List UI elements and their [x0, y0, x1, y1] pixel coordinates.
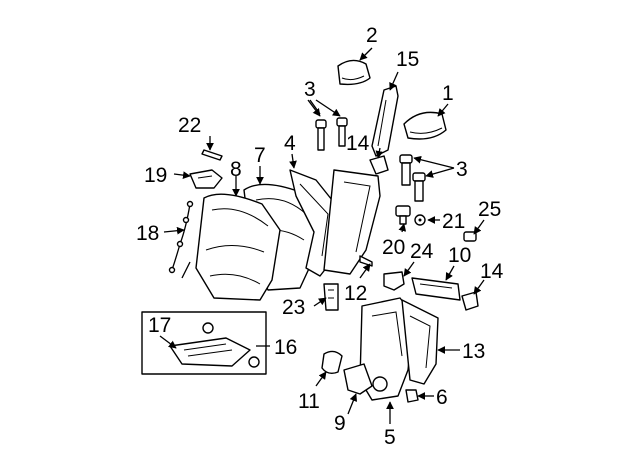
part-clip-upper[interactable]: [369, 155, 389, 175]
part-headrest-left[interactable]: [337, 59, 371, 86]
label-3-right: 3: [456, 158, 468, 181]
label-7: 7: [254, 144, 266, 167]
part-latch[interactable]: [323, 283, 339, 311]
label-17: 17: [148, 314, 171, 337]
part-cable[interactable]: [168, 200, 194, 279]
label-8: 8: [230, 158, 242, 181]
label-15: 15: [396, 48, 419, 71]
part-cushion-piece[interactable]: [343, 363, 373, 395]
part-pin[interactable]: [201, 149, 223, 161]
callout-labels: 2 15 1 3 3 22 4 14 7 19 8 25 21 18 20 24…: [136, 24, 504, 449]
part-cap[interactable]: [463, 231, 477, 242]
label-9: 9: [334, 412, 346, 435]
part-headrest-right[interactable]: [403, 111, 447, 140]
part-clip-lower[interactable]: [461, 291, 479, 311]
label-10: 10: [448, 244, 471, 267]
label-13: 13: [462, 340, 485, 363]
label-16: 16: [274, 336, 297, 359]
part-bracket-small[interactable]: [383, 271, 405, 291]
part-rear-panel[interactable]: [323, 169, 381, 275]
part-cushion-pad[interactable]: [169, 322, 260, 368]
label-23: 23: [282, 296, 305, 319]
part-headrest-guides-left[interactable]: [315, 117, 348, 151]
label-14-bottom: 14: [480, 260, 504, 283]
part-armrest-cover[interactable]: [411, 277, 461, 301]
label-4: 4: [284, 132, 296, 155]
label-3-left: 3: [304, 78, 316, 101]
label-18: 18: [136, 222, 159, 245]
part-side-panel[interactable]: [401, 299, 439, 385]
label-24: 24: [410, 240, 434, 263]
label-22: 22: [178, 114, 201, 137]
label-12: 12: [344, 282, 367, 305]
label-5: 5: [384, 426, 396, 449]
label-25: 25: [478, 198, 501, 221]
label-20: 20: [382, 236, 405, 259]
part-bolt[interactable]: [395, 205, 411, 225]
label-19: 19: [144, 164, 167, 187]
label-11: 11: [298, 390, 320, 413]
label-1: 1: [442, 82, 454, 105]
label-6: 6: [436, 386, 448, 409]
part-seatback-cover-front[interactable]: [195, 193, 281, 301]
label-14-top: 14: [346, 132, 370, 155]
part-headrest-guides-right[interactable]: [399, 154, 426, 202]
part-clip-small[interactable]: [405, 389, 419, 403]
part-trim-strip[interactable]: [371, 85, 399, 157]
part-latch-cover[interactable]: [189, 169, 223, 189]
label-2: 2: [366, 24, 378, 47]
part-knob[interactable]: [321, 350, 343, 375]
leader-lines: [159, 47, 485, 424]
part-washer[interactable]: [414, 214, 426, 226]
label-21: 21: [442, 210, 465, 233]
